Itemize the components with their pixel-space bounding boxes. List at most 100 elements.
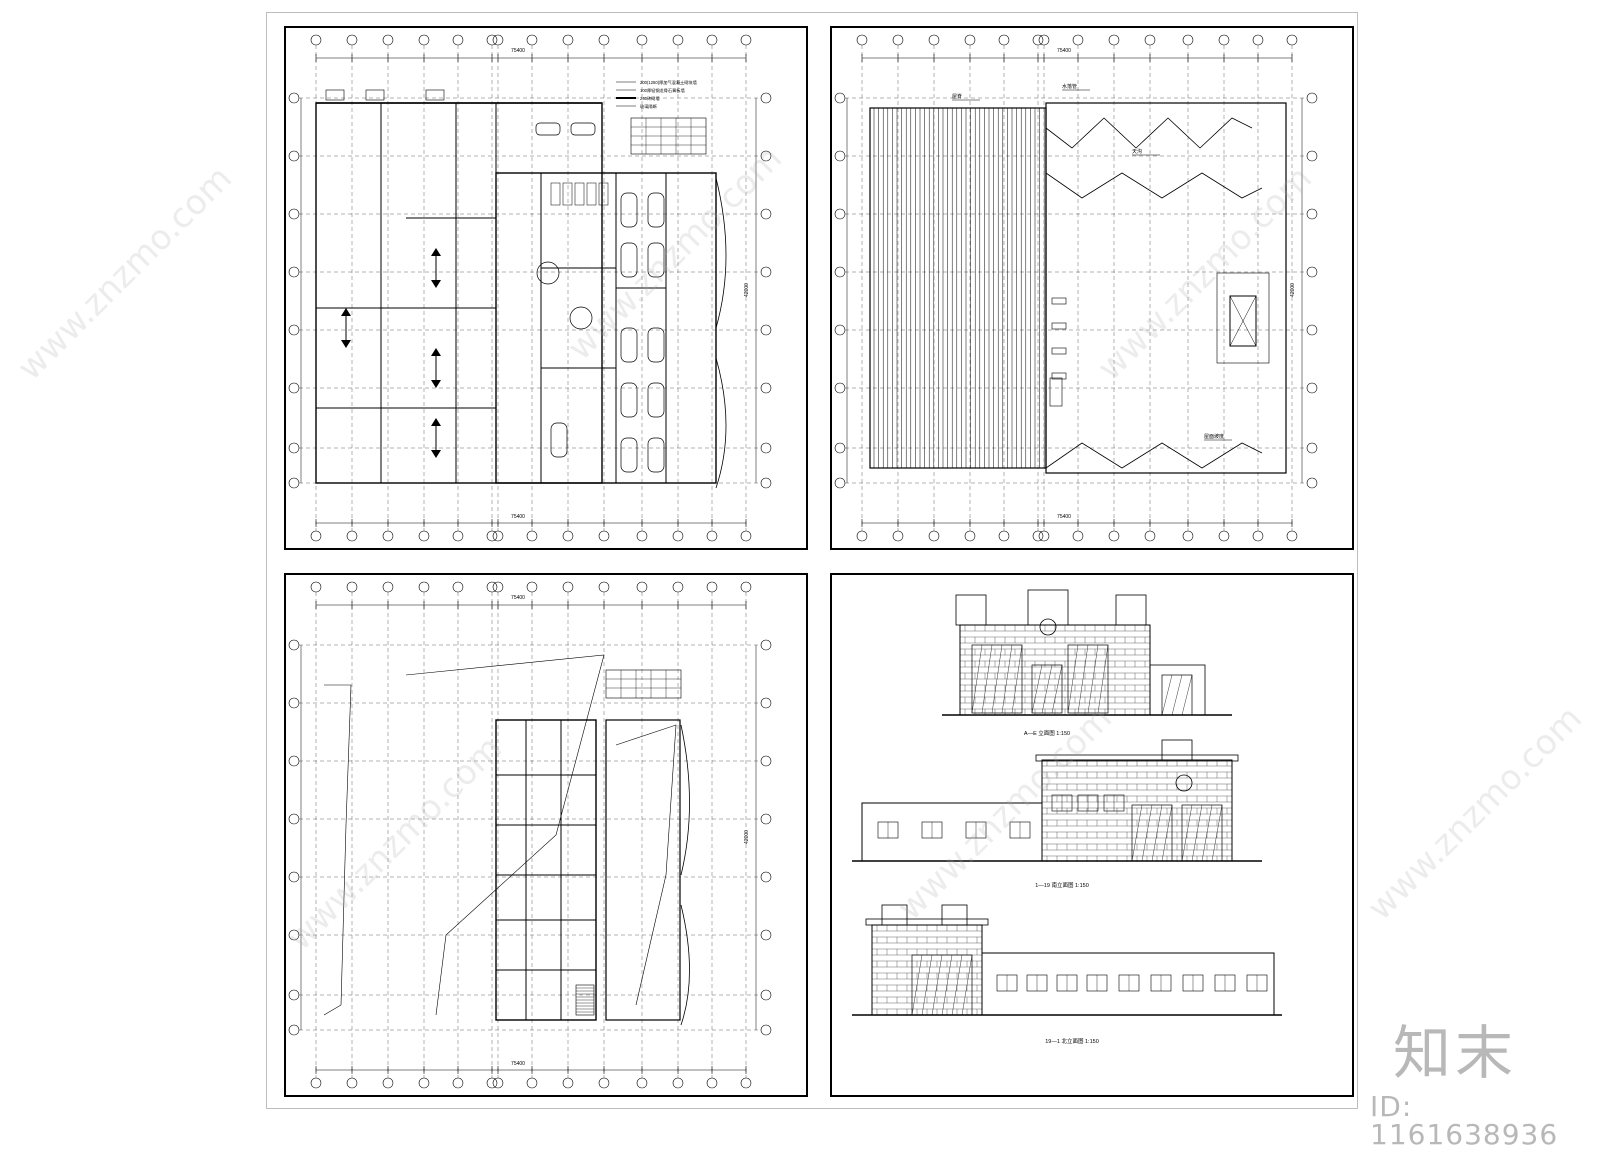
axis-bubble-bottom <box>964 530 976 542</box>
glass-reflection-line <box>1181 674 1193 716</box>
axis-bubble-right <box>1306 382 1318 394</box>
axis-bubble-left <box>834 150 846 162</box>
arrow-head <box>431 248 441 256</box>
glass-reflection-line <box>1067 644 1079 714</box>
drawing-sheet-frame <box>266 12 1358 1109</box>
glass-reflection-line <box>991 644 1003 714</box>
arrow-head <box>341 308 351 316</box>
glass-reflection-line <box>1051 664 1063 714</box>
axis-bubble-left <box>288 755 300 767</box>
axis-bubble-left <box>288 208 300 220</box>
axis-bubble-left <box>288 150 300 162</box>
glass-reflection-line <box>961 954 973 1016</box>
glass-reflection-line <box>1141 804 1153 862</box>
axis-bubble-right <box>760 208 772 220</box>
axis-bubble-bottom <box>346 1077 358 1089</box>
roof-feature-core <box>1229 295 1257 347</box>
total-dimension-bottom: 75400 <box>1057 514 1071 520</box>
metal-roof-area <box>869 107 1047 469</box>
axis-bubble-bottom <box>636 530 648 542</box>
axis-bubble-top <box>998 34 1010 46</box>
axis-bubble-bottom <box>1252 530 1264 542</box>
axis-bubble-bottom <box>452 1077 464 1089</box>
roof-slope-zigzag <box>1045 442 1263 469</box>
office-desk <box>562 182 573 206</box>
roof-vent <box>1051 372 1067 380</box>
axis-bubble-bottom <box>562 1077 574 1089</box>
axis-bubble-top <box>492 581 504 593</box>
axis-bubble-left <box>288 324 300 336</box>
glass-curtain-wall <box>971 644 1023 714</box>
total-dimension-top: 75400 <box>511 595 525 601</box>
glass-reflection-line <box>931 954 943 1016</box>
axis-bubble-top <box>310 581 322 593</box>
exterior-wall-showroom-block <box>495 172 717 484</box>
arrow-head <box>431 280 441 288</box>
axis-bubble-top <box>486 581 498 593</box>
car-symbol <box>620 382 638 418</box>
axis-bubble-left <box>834 382 846 394</box>
arrow-head <box>431 348 441 356</box>
axis-bubble-top <box>382 34 394 46</box>
roof-callout-label: 天沟 <box>1132 148 1142 155</box>
planter-box <box>425 89 445 101</box>
axis-bubble-bottom <box>526 1077 538 1089</box>
total-dimension-right: 42000 <box>744 830 750 844</box>
axis-bubble-right <box>760 871 772 883</box>
axis-bubble-left <box>288 871 300 883</box>
axis-bubble-left <box>834 442 846 454</box>
axis-bubble-bottom <box>486 530 498 542</box>
axis-bubble-bottom <box>310 530 322 542</box>
axis-bubble-left <box>288 92 300 104</box>
legend-note-text: 240砖砌墙 <box>640 95 660 102</box>
glass-reflection-line <box>1171 674 1183 716</box>
axis-bubble-bottom <box>856 530 868 542</box>
axis-bubble-right <box>760 697 772 709</box>
axis-bubble-top <box>598 581 610 593</box>
axis-bubble-top <box>740 581 752 593</box>
glass-reflection-line <box>921 954 933 1016</box>
front-elevation-wing <box>1149 664 1206 716</box>
axis-bubble-top <box>526 34 538 46</box>
axis-bubble-right <box>1306 442 1318 454</box>
roof-callout-label: 水落管 <box>1062 83 1077 90</box>
axis-bubble-top <box>598 34 610 46</box>
axis-bubble-bottom <box>346 530 358 542</box>
glass-reflection-line <box>971 644 983 714</box>
roof-callout-label: 屋面坡度 <box>1204 433 1224 440</box>
north-elevation-pier <box>881 904 908 926</box>
axis-bubble-top <box>856 34 868 46</box>
axis-bubble-top <box>672 581 684 593</box>
axis-bubble-bottom <box>492 530 504 542</box>
axis-bubble-top <box>418 581 430 593</box>
brand-logo-text: 知末 <box>1393 1019 1518 1087</box>
axis-bubble-top <box>672 34 684 46</box>
total-dimension-bottom: 75400 <box>511 1061 525 1067</box>
glass-reflection-line <box>1161 674 1173 716</box>
axis-bubble-top <box>310 34 322 46</box>
glass-reflection-line <box>1077 644 1089 714</box>
legend-note-text: 玻璃隔断 <box>640 103 658 110</box>
glass-reflection-line <box>1161 804 1173 862</box>
axis-bubble-left <box>834 208 846 220</box>
north-elevation-pier <box>941 904 968 926</box>
axis-bubble-right <box>760 989 772 1001</box>
axis-bubble-bottom <box>598 530 610 542</box>
facade-glass-curve <box>680 724 690 1026</box>
brand-emblem <box>1175 774 1193 792</box>
legend-note-text: 100厚轻钢龙骨石膏板墙 <box>640 87 685 94</box>
south-elevation-low-wing <box>861 802 1043 862</box>
axis-bubble-bottom <box>1108 530 1120 542</box>
axis-bubble-top <box>636 34 648 46</box>
axis-bubble-left <box>288 382 300 394</box>
axis-bubble-bottom <box>562 530 574 542</box>
roof-slope-zigzag <box>1045 117 1253 149</box>
axis-bubble-right <box>760 929 772 941</box>
roof-callout-label: 屋脊 <box>952 93 962 100</box>
glass-reflection-line <box>1011 644 1023 714</box>
axis-bubble-left <box>288 266 300 278</box>
roof-feature-frame <box>1216 272 1270 364</box>
axis-bubble-left <box>288 1024 300 1036</box>
